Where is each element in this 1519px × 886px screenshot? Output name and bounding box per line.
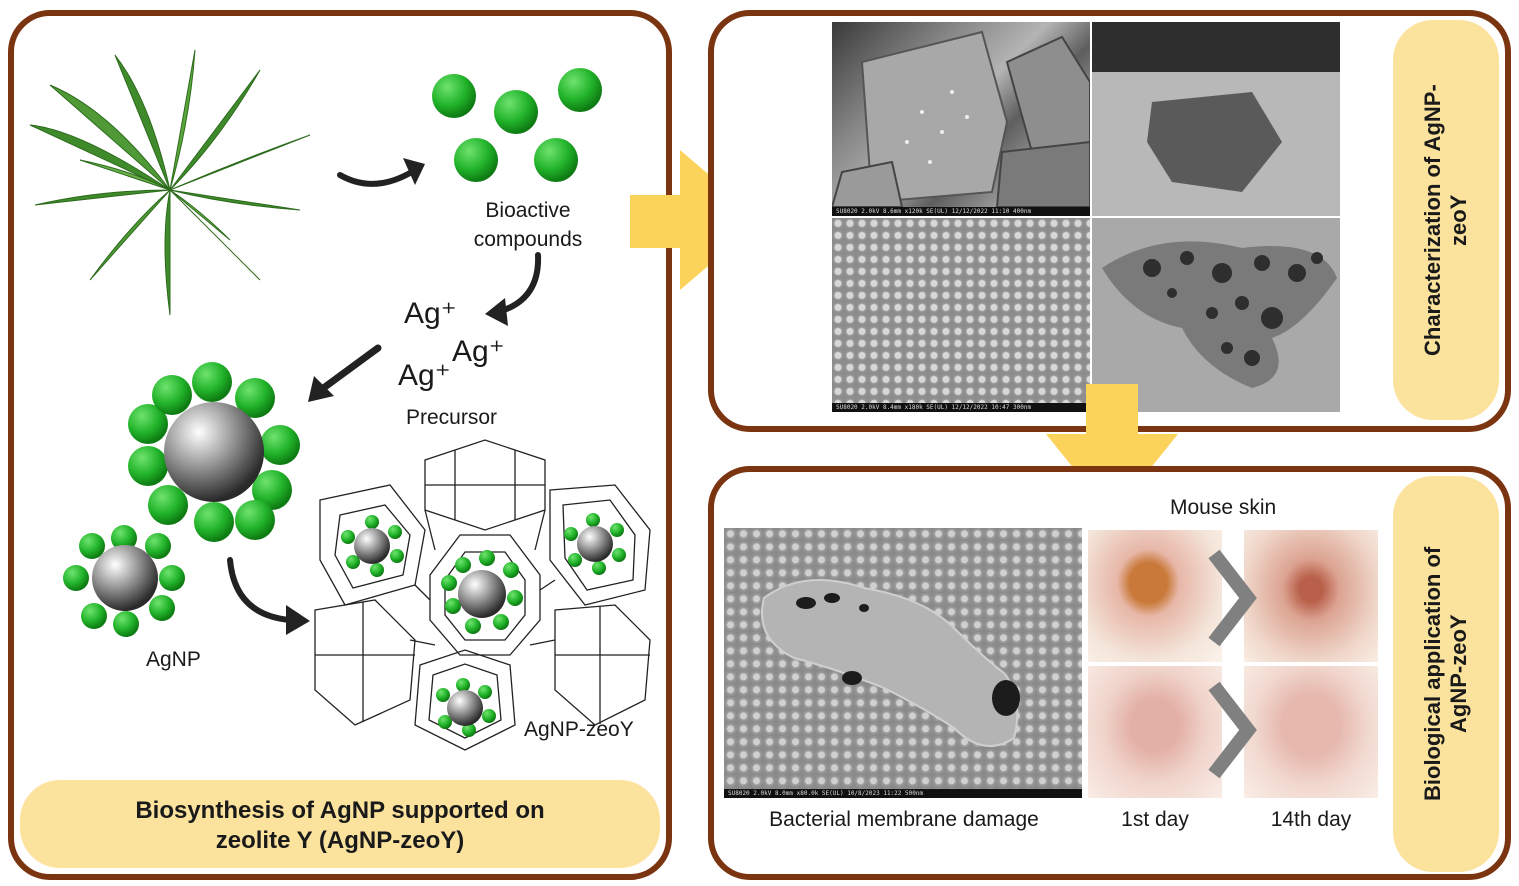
agnp-in-left-cage (341, 515, 404, 577)
agnp-small (63, 525, 185, 637)
mouse-skin-photo-day14-top (1244, 530, 1378, 662)
agnp-in-bottom-cage (436, 678, 496, 737)
mouse-skin-photo-day1-top (1088, 530, 1222, 662)
sem-image-crystals: SU8020 2.0kV 8.6mm x120k SE(UL) 12/12/20… (832, 22, 1090, 216)
tem-image-nanoparticles (1092, 218, 1340, 412)
zeolite-framework (314, 439, 651, 751)
mouse-skin-photo-day1-bottom (1088, 666, 1222, 798)
biological-application-title: Biological application of AgNP-zeoY (1420, 546, 1471, 802)
arrow-compounds-to-ag (485, 252, 542, 326)
mouse-skin-label: Mouse skin (1170, 496, 1277, 519)
sem-membrane-scalebar: SU8020 2.0kV 8.0mm x80.0k SE(UL) 10/8/20… (724, 789, 1082, 798)
biological-application-title-pill (1393, 476, 1499, 872)
agnp-in-right-cage (564, 513, 626, 575)
agnp-zeoy-label: AgNP-zeoY (524, 718, 634, 741)
bacterial-membrane-damage-label: Bacterial membrane damage (769, 808, 1039, 831)
day14-label: 14th day (1270, 808, 1352, 831)
sem-image-bacterial-membrane: SU8020 2.0kV 8.0mm x80.0k SE(UL) 10/8/20… (724, 528, 1082, 798)
sem-image-particles: SU8020 2.0kV 8.4mm x180k SE(UL) 12/12/20… (832, 218, 1090, 412)
bioactive-compounds-label: Bioactive compounds (473, 199, 583, 251)
characterization-title: Characterization of AgNP- zeoY (1420, 84, 1471, 356)
mouse-skin-photo-day14-bottom (1244, 666, 1378, 798)
leaves-illustration (29, 49, 311, 316)
agnp-large (128, 362, 300, 542)
characterization-title-pill (1393, 20, 1499, 420)
ag-ion-label-1: Ag⁺ (404, 297, 457, 330)
agnp-label: AgNP (146, 648, 201, 671)
arrow-leaves-to-compounds (337, 158, 425, 187)
chevron-right-icon-top (1208, 549, 1257, 647)
chevron-right-icon-bottom (1208, 681, 1257, 779)
arrow-to-characterization (630, 150, 762, 290)
agnp-in-center-cage (441, 550, 523, 634)
arrow-to-biological-application (1046, 384, 1178, 516)
sem-crystals-scalebar: SU8020 2.0kV 8.6mm x120k SE(UL) 12/12/20… (832, 207, 1090, 216)
sem-particles-scalebar: SU8020 2.0kV 8.4mm x180k SE(UL) 12/12/20… (832, 403, 1090, 412)
day1-label: 1st day (1121, 808, 1189, 831)
ag-ion-label-3: Ag⁺ (398, 359, 451, 392)
precursor-label: Precursor (406, 406, 498, 429)
arrow-agnp-to-zeolite (227, 557, 310, 635)
tem-image-crystal (1092, 22, 1340, 216)
biosynthesis-title-pill (20, 780, 660, 868)
biosynthesis-title: Biosynthesis of AgNP supported on zeolit… (135, 797, 545, 854)
ag-ion-label-2: Ag⁺ (452, 335, 505, 368)
bioactive-spheres (432, 68, 602, 182)
arrow-ag-to-agnp (308, 344, 382, 402)
